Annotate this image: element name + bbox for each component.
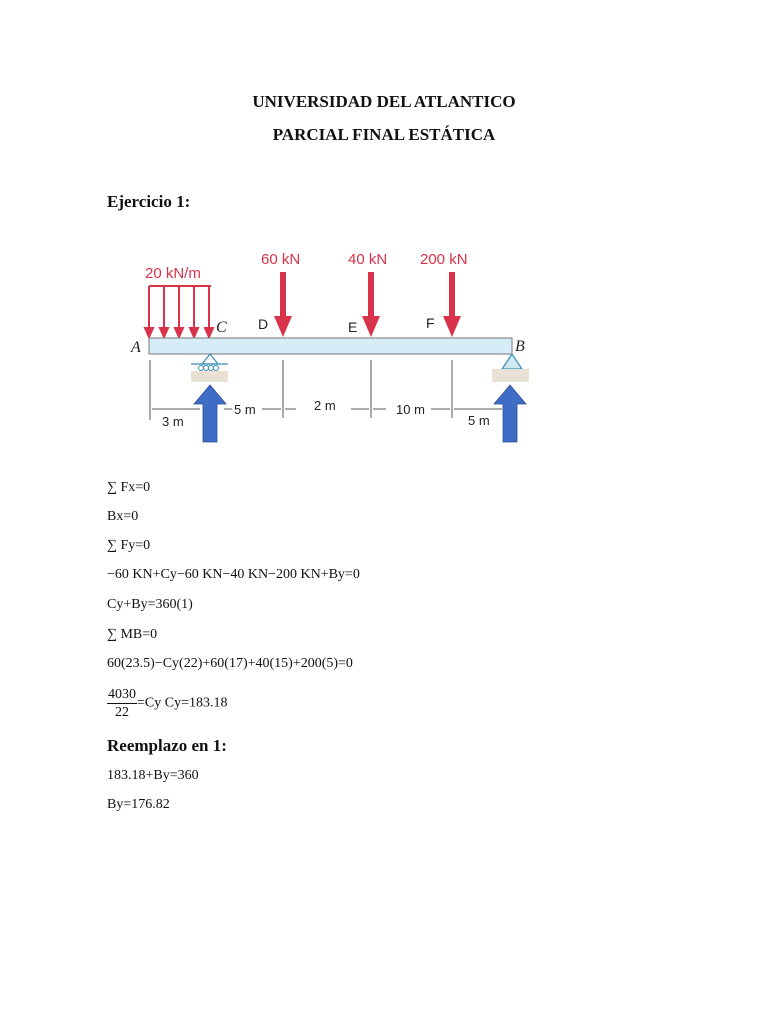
equation-cy-solve: 4030 22 =Cy Cy=183.18 bbox=[107, 687, 228, 720]
beam bbox=[148, 337, 513, 355]
point-label-c: C bbox=[216, 319, 227, 336]
reaction-arrow-b bbox=[493, 384, 527, 443]
equation-fy-expanded: −60 KN+Cy−60 KN−40 KN−200 KN+By=0 bbox=[107, 567, 360, 582]
point-label-b: B bbox=[515, 338, 525, 355]
equation-sum-mb: ∑ MB=0 bbox=[107, 627, 158, 642]
substitution-heading: Reemplazo en 1: bbox=[107, 736, 227, 755]
beam-diagram: 20 kN/m 60 kN 40 kN 200 kN C D E F A B bbox=[130, 251, 529, 443]
exam-title: PARCIAL FINAL ESTÁTICA bbox=[272, 125, 496, 144]
dim-5m-cd: 5 m bbox=[234, 402, 256, 417]
dim-3m: 3 m bbox=[162, 414, 184, 429]
university-title: UNIVERSIDAD DEL ATLANTICO bbox=[252, 92, 516, 111]
load-label-40kn: 40 kN bbox=[348, 251, 387, 268]
dim-10m: 10 m bbox=[396, 402, 425, 417]
roller-support bbox=[191, 353, 228, 382]
point-label-e: E bbox=[348, 319, 357, 335]
distributed-load bbox=[143, 285, 215, 340]
dim-5m-fb: 5 m bbox=[468, 413, 490, 428]
equation-sum-fy: ∑ Fy=0 bbox=[107, 538, 151, 553]
reaction-arrow-c bbox=[193, 384, 227, 443]
equation-substitution: 183.18+By=360 bbox=[107, 768, 199, 783]
point-label-f: F bbox=[426, 315, 435, 331]
equation-bx: Bx=0 bbox=[107, 509, 139, 524]
point-label-a: A bbox=[130, 339, 141, 356]
equation-sum-fx: ∑ Fx=0 bbox=[107, 480, 151, 495]
exercise-heading: Ejercicio 1: bbox=[107, 192, 191, 211]
dimension-lines bbox=[149, 360, 502, 420]
equation-moments: 60(23.5)−Cy(22)+60(17)+40(15)+200(5)=0 bbox=[107, 656, 353, 671]
dim-2m: 2 m bbox=[314, 398, 336, 413]
load-label-200kn: 200 kN bbox=[420, 251, 468, 268]
reaction-arrows bbox=[193, 384, 527, 443]
pin-support bbox=[492, 352, 529, 382]
fraction: 4030 22 bbox=[107, 687, 137, 720]
equation-cy-by: Cy+By=360(1) bbox=[107, 597, 193, 612]
point-load-arrows bbox=[274, 272, 461, 337]
point-label-d: D bbox=[258, 316, 268, 332]
equation-by-result: By=176.82 bbox=[107, 797, 170, 812]
load-label-60kn: 60 kN bbox=[261, 251, 300, 268]
distributed-load-label: 20 kN/m bbox=[145, 265, 201, 282]
